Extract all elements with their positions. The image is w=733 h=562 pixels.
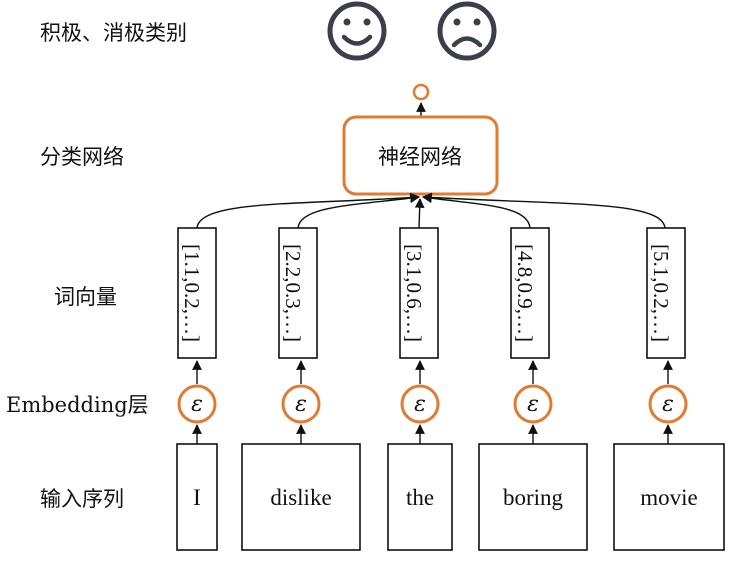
neural-network-label: 神经网络: [378, 145, 462, 169]
vector-text: [2.2,0.3,…]: [281, 244, 305, 342]
token-text: boring: [503, 485, 564, 510]
vector-to-network-edges: [196, 192, 666, 229]
column-movie: [5.1,0.2,…] ε movie: [613, 227, 725, 551]
token-box: [176, 443, 218, 551]
token-text: movie: [640, 485, 698, 510]
vector-box: [646, 227, 686, 359]
sad-face-icon: [437, 1, 497, 61]
embedding-node: [648, 384, 688, 424]
embedding-node: [400, 384, 440, 424]
vector-box: [278, 227, 318, 359]
smiley-face-icon: [327, 1, 387, 61]
vector-text: [4.8,0.9,…]: [513, 244, 537, 342]
vector-box: [510, 227, 550, 359]
vector-box: [177, 227, 217, 359]
embedding-symbol: ε: [414, 392, 426, 417]
token-box: [387, 443, 453, 551]
column-the: [3.1,0.6,…] ε the: [387, 227, 453, 551]
token-box: [478, 443, 588, 551]
token-text: I: [193, 485, 201, 510]
column-dislike: [2.2,0.3,…] ε dislike: [241, 227, 361, 551]
token-text: dislike: [270, 485, 331, 510]
network-label: 分类网络: [40, 145, 124, 169]
wordvec-label: 词向量: [54, 285, 117, 309]
vector-box: [399, 227, 439, 359]
column-I: [1.1,0.2,…] ε I: [176, 227, 218, 551]
neural-network-box: 神经网络: [342, 115, 499, 196]
input-label: 输入序列: [40, 487, 124, 511]
token-box: [613, 443, 725, 551]
token-box: [241, 443, 361, 551]
vector-text: [3.1,0.6,…]: [402, 244, 426, 342]
embedding-node: [281, 384, 321, 424]
token-text: the: [406, 485, 434, 510]
class-label: 积极、消极类别: [40, 21, 187, 45]
output-node: [412, 83, 430, 101]
column-boring: [4.8,0.9,…] ε boring: [478, 227, 588, 551]
embedding-node: [177, 384, 217, 424]
embedding-symbol: ε: [191, 392, 203, 417]
vector-text: [1.1,0.2,…]: [180, 244, 204, 342]
embedding-symbol: ε: [662, 392, 674, 417]
vector-text: [5.1,0.2,…]: [649, 244, 673, 342]
embedding-symbol: ε: [295, 392, 307, 417]
embedding-label: Embedding层: [6, 393, 149, 417]
embedding-node: [513, 384, 553, 424]
embedding-symbol: ε: [527, 392, 539, 417]
